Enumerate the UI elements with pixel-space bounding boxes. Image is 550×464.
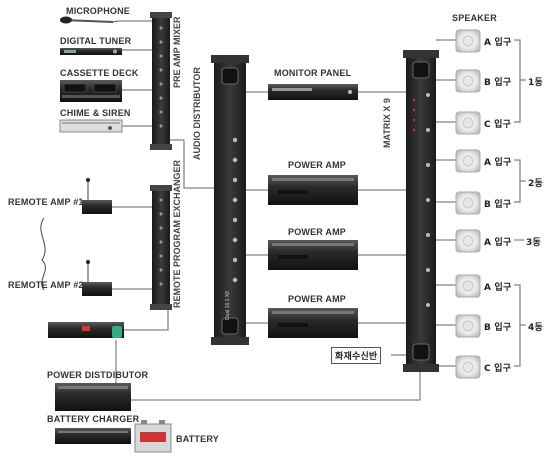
svg-text:Dual 16.1 X8: Dual 16.1 X8 [225, 291, 231, 320]
speaker-input-label: A 입구 [484, 283, 512, 293]
digital-tuner-label: DIGITAL TUNER [60, 36, 132, 46]
building-group-label: 2동 [528, 179, 543, 189]
power-amp-3-label: POWER AMP [288, 294, 346, 304]
speaker-input-label: B 입구 [484, 78, 512, 88]
monitor-panel-device [268, 84, 358, 100]
cassette-deck-label: CASSETTE DECK [60, 68, 139, 78]
power-amp-3-device [268, 308, 358, 338]
remote-amp-1-label: REMOTE AMP #1 [8, 197, 84, 207]
battery-icon [134, 420, 172, 453]
power-amp-1-label: POWER AMP [288, 160, 346, 170]
battery-label: BATTERY [176, 434, 219, 444]
connection-lines [40, 20, 526, 401]
remote-program-exchanger-label: REMOTE PROGRAM EXCHANGER [172, 159, 182, 308]
remote-program-exchanger-rack [150, 185, 172, 310]
speaker-input-label: C 입구 [484, 120, 512, 130]
speaker-input-label: A 입구 [484, 38, 512, 48]
speaker-input-label: A 입구 [484, 238, 512, 248]
speaker-icons [455, 29, 481, 379]
speaker-input-label: B 입구 [484, 200, 512, 210]
matrix-label: MATRIX X 9 [382, 98, 392, 148]
pre-amp-mixer-rack [150, 12, 172, 150]
power-amp-2-device [268, 240, 358, 270]
building-group-label: 4동 [528, 323, 543, 333]
chime-siren-label: CHIME & SIREN [60, 108, 131, 118]
chime-siren-icon [59, 119, 123, 133]
battery-charger-label: BATTERY CHARGER [47, 414, 140, 424]
power-distributor-device [55, 383, 131, 411]
microphone-label: MICROPHONE [66, 6, 131, 16]
audio-distributor-rack: Dual 16.1 X8 [211, 55, 249, 345]
power-amp-1-device [268, 175, 358, 205]
speaker-title: SPEAKER [452, 13, 497, 23]
remote-amp-2-label: REMOTE AMP #2 [8, 280, 84, 290]
digital-tuner-icon [60, 48, 122, 55]
speaker-input-label: B 입구 [484, 323, 512, 333]
pre-amp-mixer-label: PRE AMP MIXER [172, 16, 182, 88]
building-group-label: 3동 [526, 238, 541, 248]
power-distributor-label: POWER DISTDIBUTOR [47, 370, 149, 380]
power-amp-2-label: POWER AMP [288, 227, 346, 237]
fire-control-unit [48, 322, 124, 338]
cassette-deck-icon [60, 80, 122, 102]
fire-receiver-label: 화재수신반 [331, 347, 382, 364]
monitor-panel-label: MONITOR PANEL [274, 68, 352, 78]
battery-charger-device [55, 428, 131, 444]
remote-amp-2-device [82, 260, 112, 296]
matrix-rack [403, 50, 439, 372]
speaker-input-label: A 입구 [484, 158, 512, 168]
audio-distributor-label: AUDIO DISTRIBUTOR [192, 67, 202, 160]
building-group-label: 1동 [528, 78, 543, 88]
remote-amp-1-device [82, 178, 112, 214]
speaker-input-label: C 입구 [484, 364, 512, 374]
microphone-icon [60, 16, 119, 24]
